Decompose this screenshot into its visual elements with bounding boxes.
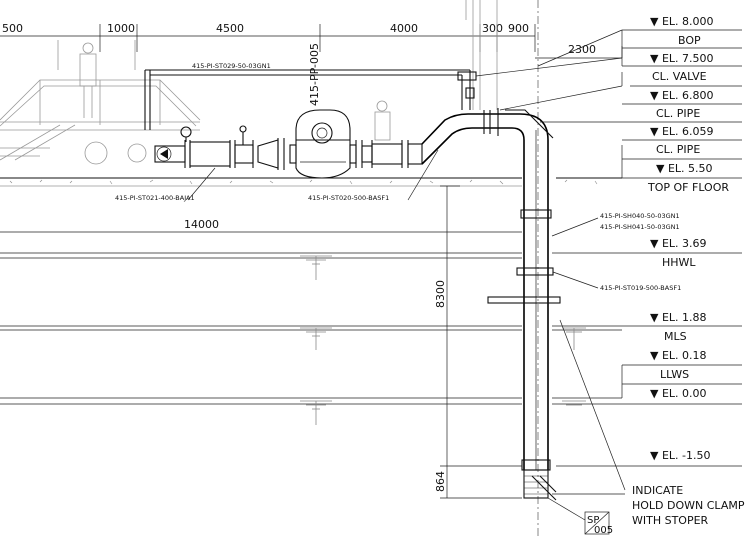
- elevation-callouts: ▼ EL. 8.000 BOP ▼ EL. 7.500 CL. VALVE ▼ …: [475, 15, 742, 467]
- dim-864: 864: [434, 471, 447, 492]
- pipe-tag-mid-bottom: 415-PI-ST020-500-BASF1: [308, 194, 389, 202]
- el-188: ▼ EL. 1.88: [650, 311, 707, 324]
- pipe-tag-right-2: 415-PI-SH041-50-03GN1: [600, 223, 680, 231]
- access-platform: [0, 40, 201, 165]
- el-7500: ▼ EL. 7.500: [650, 52, 714, 65]
- pump-body: 415-PP-005: [289, 43, 357, 179]
- note-line-3: WITH STOPER: [632, 514, 709, 527]
- dim-14000: 14000: [184, 218, 219, 231]
- bottom-pipe-tags: 415-PI-ST021-400-BAJA1 415-PI-ST020-500-…: [115, 149, 439, 202]
- el-8000: ▼ EL. 8.000: [650, 15, 714, 28]
- detail-ref-bottom: 005: [594, 525, 613, 536]
- note-line-2: HOLD DOWN CLAMP: [632, 499, 745, 512]
- pipe-tag-right-1: 415-PI-SH040-50-03GN1: [600, 212, 680, 220]
- pipe-tag-left-bottom: 415-PI-ST021-400-BAJA1: [115, 194, 195, 202]
- desc-cl-pipe-1: CL. PIPE: [656, 107, 700, 120]
- detail-ref-top: SP: [587, 515, 599, 526]
- el-550: ▼ EL. 5.50: [656, 162, 713, 175]
- desc-bop: BOP: [678, 34, 701, 47]
- floor-slab: [0, 177, 622, 187]
- dim-2300: 2300: [568, 43, 596, 56]
- el-minus-150: ▼ EL. -1.50: [650, 449, 711, 462]
- dim-8300: 8300: [434, 280, 447, 308]
- pipe-tag-top: 415-PI-ST029-50-03GN1: [192, 62, 271, 70]
- background-structure: [465, 0, 539, 539]
- dimension-14000: 14000: [0, 218, 522, 233]
- pump-discharge-assembly: [154, 125, 285, 170]
- small-bore-line: 415-PI-ST029-50-03GN1: [144, 62, 477, 130]
- el-000: ▼ EL. 0.00: [650, 387, 707, 400]
- right-pipe-tags: 415-PI-SH040-50-03GN1 415-PI-SH041-50-03…: [551, 212, 681, 292]
- pump-suction-assembly: [355, 100, 499, 168]
- desc-cl-valve: CL. VALVE: [652, 70, 707, 83]
- note-line-1: INDICATE: [632, 484, 683, 497]
- dim-500: 500: [2, 22, 23, 35]
- el-6800: ▼ EL. 6.800: [650, 89, 714, 102]
- vertical-dimensions: 8300 864: [434, 185, 522, 499]
- desc-mls: MLS: [664, 330, 687, 343]
- dim-900: 900: [508, 22, 529, 35]
- dim-1000: 1000: [107, 22, 135, 35]
- el-369: ▼ EL. 3.69: [650, 237, 707, 250]
- pipe-tag-right-3: 415-PI-ST019-500-BASF1: [600, 284, 681, 292]
- desc-hhwl: HHWL: [662, 256, 696, 269]
- vertical-column-pipe: [487, 109, 561, 501]
- water-levels: [0, 252, 622, 425]
- dim-4500: 4500: [216, 22, 244, 35]
- desc-llws: LLWS: [660, 368, 689, 381]
- dim-300: 300: [482, 22, 503, 35]
- detail-reference: SP 005: [547, 497, 613, 536]
- dim-4000: 4000: [390, 22, 418, 35]
- desc-cl-pipe-2: CL. PIPE: [656, 143, 700, 156]
- el-6059: ▼ EL. 6.059: [650, 125, 714, 138]
- el-018: ▼ EL. 0.18: [650, 349, 707, 362]
- desc-top-of-floor: TOP OF FLOOR: [647, 181, 729, 194]
- hold-down-note: INDICATE HOLD DOWN CLAMP WITH STOPER: [552, 319, 745, 527]
